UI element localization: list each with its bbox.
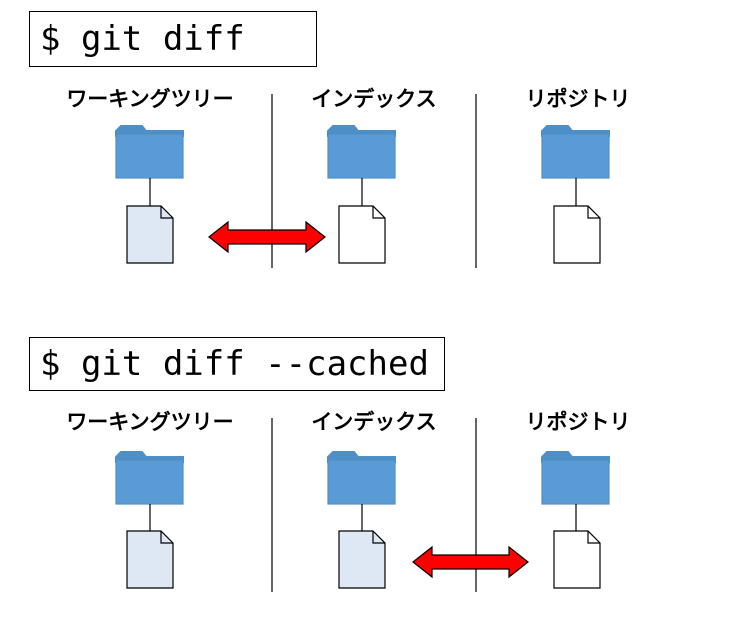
diagram-graphics-1 [115, 94, 610, 268]
folder-icon [115, 451, 184, 505]
document-icon [338, 530, 386, 589]
double-arrow-icon [208, 220, 326, 254]
document-icon [126, 205, 174, 264]
folder-icon [327, 125, 396, 179]
document-icon [553, 530, 601, 589]
column-label-working-tree: ワーキングツリー [66, 87, 234, 111]
column-label-working-tree: ワーキングツリー [66, 410, 234, 434]
column-label-repository: リポジトリ [525, 87, 631, 111]
document-icon [126, 530, 174, 589]
folder-icon [541, 451, 610, 505]
diagram-panel-git-diff: $ git diff ワーキングツリー インデックス リポジトリ [0, 0, 747, 300]
folder-icon [541, 125, 610, 179]
folder-icon [327, 451, 396, 505]
document-icon [338, 205, 386, 264]
command-box: $ git diff [29, 11, 317, 67]
column-label-index: インデックス [311, 410, 437, 434]
folder-icon [115, 125, 184, 179]
document-icon [553, 205, 601, 264]
column-label-repository: リポジトリ [525, 410, 631, 434]
command-box: $ git diff --cached [29, 337, 445, 391]
double-arrow-icon [412, 545, 529, 579]
column-label-index: インデックス [311, 87, 437, 111]
